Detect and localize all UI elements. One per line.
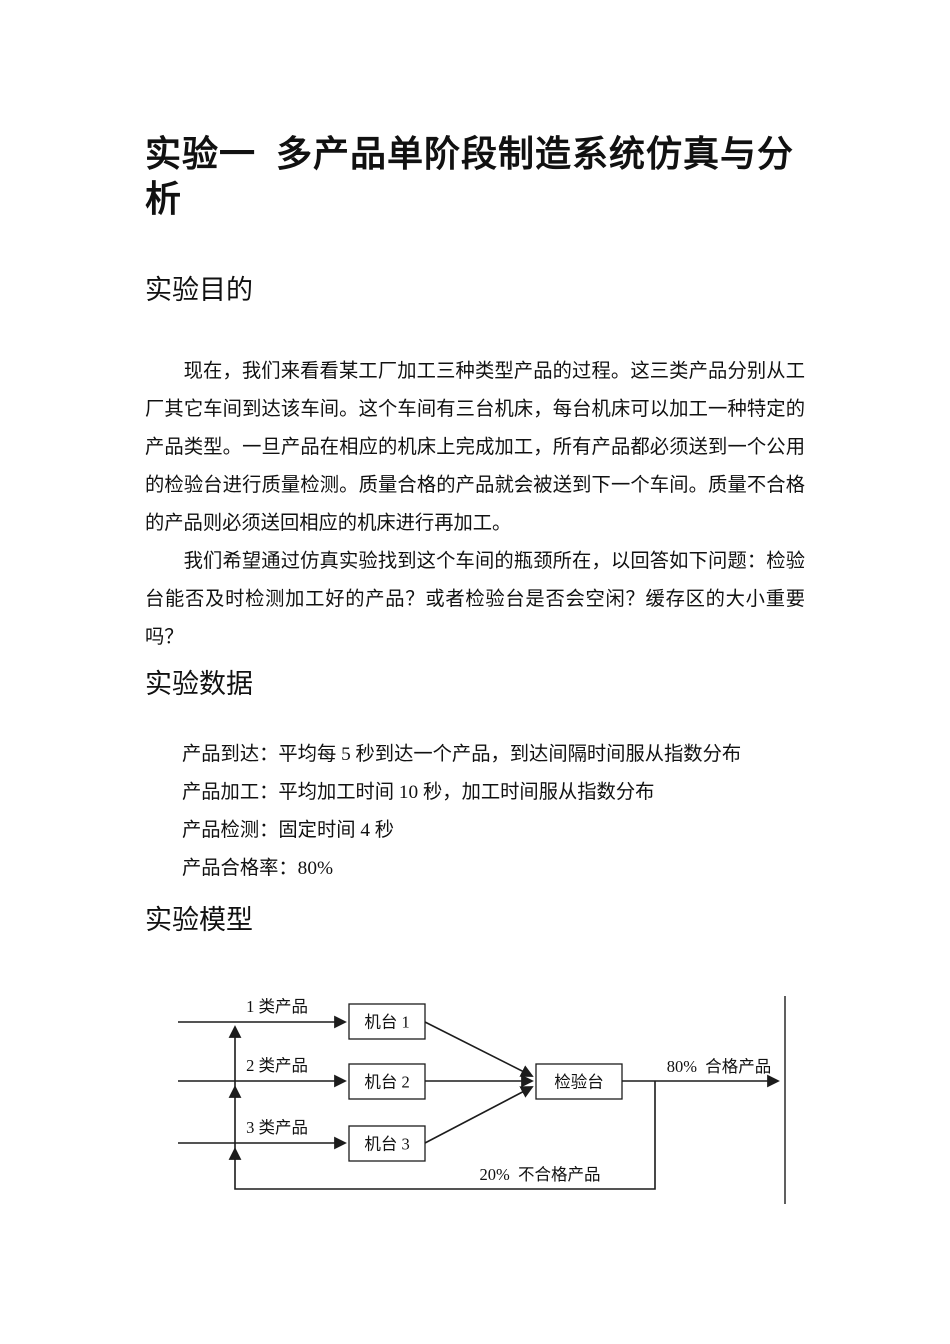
data-item-arrival: 产品到达：平均每 5 秒到达一个产品，到达间隔时间服从指数分布 — [182, 744, 742, 766]
pass-rate-label: 80% 合格产品 — [667, 1057, 772, 1076]
input-label-3: 3 类产品 — [246, 1118, 308, 1137]
model-diagram: 1 类产品 2 类产品 3 类产品 机台 1 机台 2 机台 3 检验台 80%… — [178, 996, 786, 1205]
experiment-data-list: 产品到达：平均每 5 秒到达一个产品，到达间隔时间服从指数分布 产品加工：平均加… — [145, 736, 805, 888]
section-heading-model: 实验模型 — [145, 905, 253, 936]
machine-label-3: 机台 3 — [364, 1135, 409, 1154]
input-label-2: 2 类产品 — [246, 1056, 308, 1075]
section-heading-data: 实验数据 — [145, 669, 253, 700]
machine-label-2: 机台 2 — [364, 1073, 409, 1092]
data-item-inspection: 产品检测：固定时间 4 秒 — [182, 820, 395, 842]
inspection-box — [535, 1063, 623, 1100]
purpose-paragraph-2: 我们希望通过仿真实验找到这个车间的瓶颈所在，以回答如下问题：检验台能否及时检测加… — [145, 551, 805, 649]
machine-label-1: 机台 1 — [364, 1013, 409, 1032]
purpose-paragraph-1: 现在，我们来看看某工厂加工三种类型产品的过程。这三类产品分别从工厂其它车间到达该… — [145, 361, 805, 535]
document-title: 实验一 多产品单阶段制造系统仿真与分析 — [145, 134, 795, 219]
machine-box-1 — [348, 1003, 426, 1040]
data-item-processing: 产品加工：平均加工时间 10 秒，加工时间服从指数分布 — [182, 782, 655, 804]
machine3-to-inspection-arrow — [424, 1086, 534, 1144]
fail-feedback-line — [228, 1025, 656, 1191]
machine-box-2 — [348, 1063, 426, 1100]
machine-box-3 — [348, 1125, 426, 1162]
inspection-label: 检验台 — [554, 1073, 604, 1092]
fail-rate-label: 20% 不合格产品 — [480, 1165, 601, 1184]
section-heading-purpose: 实验目的 — [145, 275, 253, 305]
machine1-to-inspection-arrow — [424, 1021, 534, 1078]
data-item-pass-rate: 产品合格率：80% — [182, 858, 334, 880]
model-diagram-container: 1 类产品 2 类产品 3 类产品 机台 1 机台 2 机台 3 检验台 80%… — [145, 976, 805, 1221]
input-label-1: 1 类产品 — [246, 997, 308, 1016]
